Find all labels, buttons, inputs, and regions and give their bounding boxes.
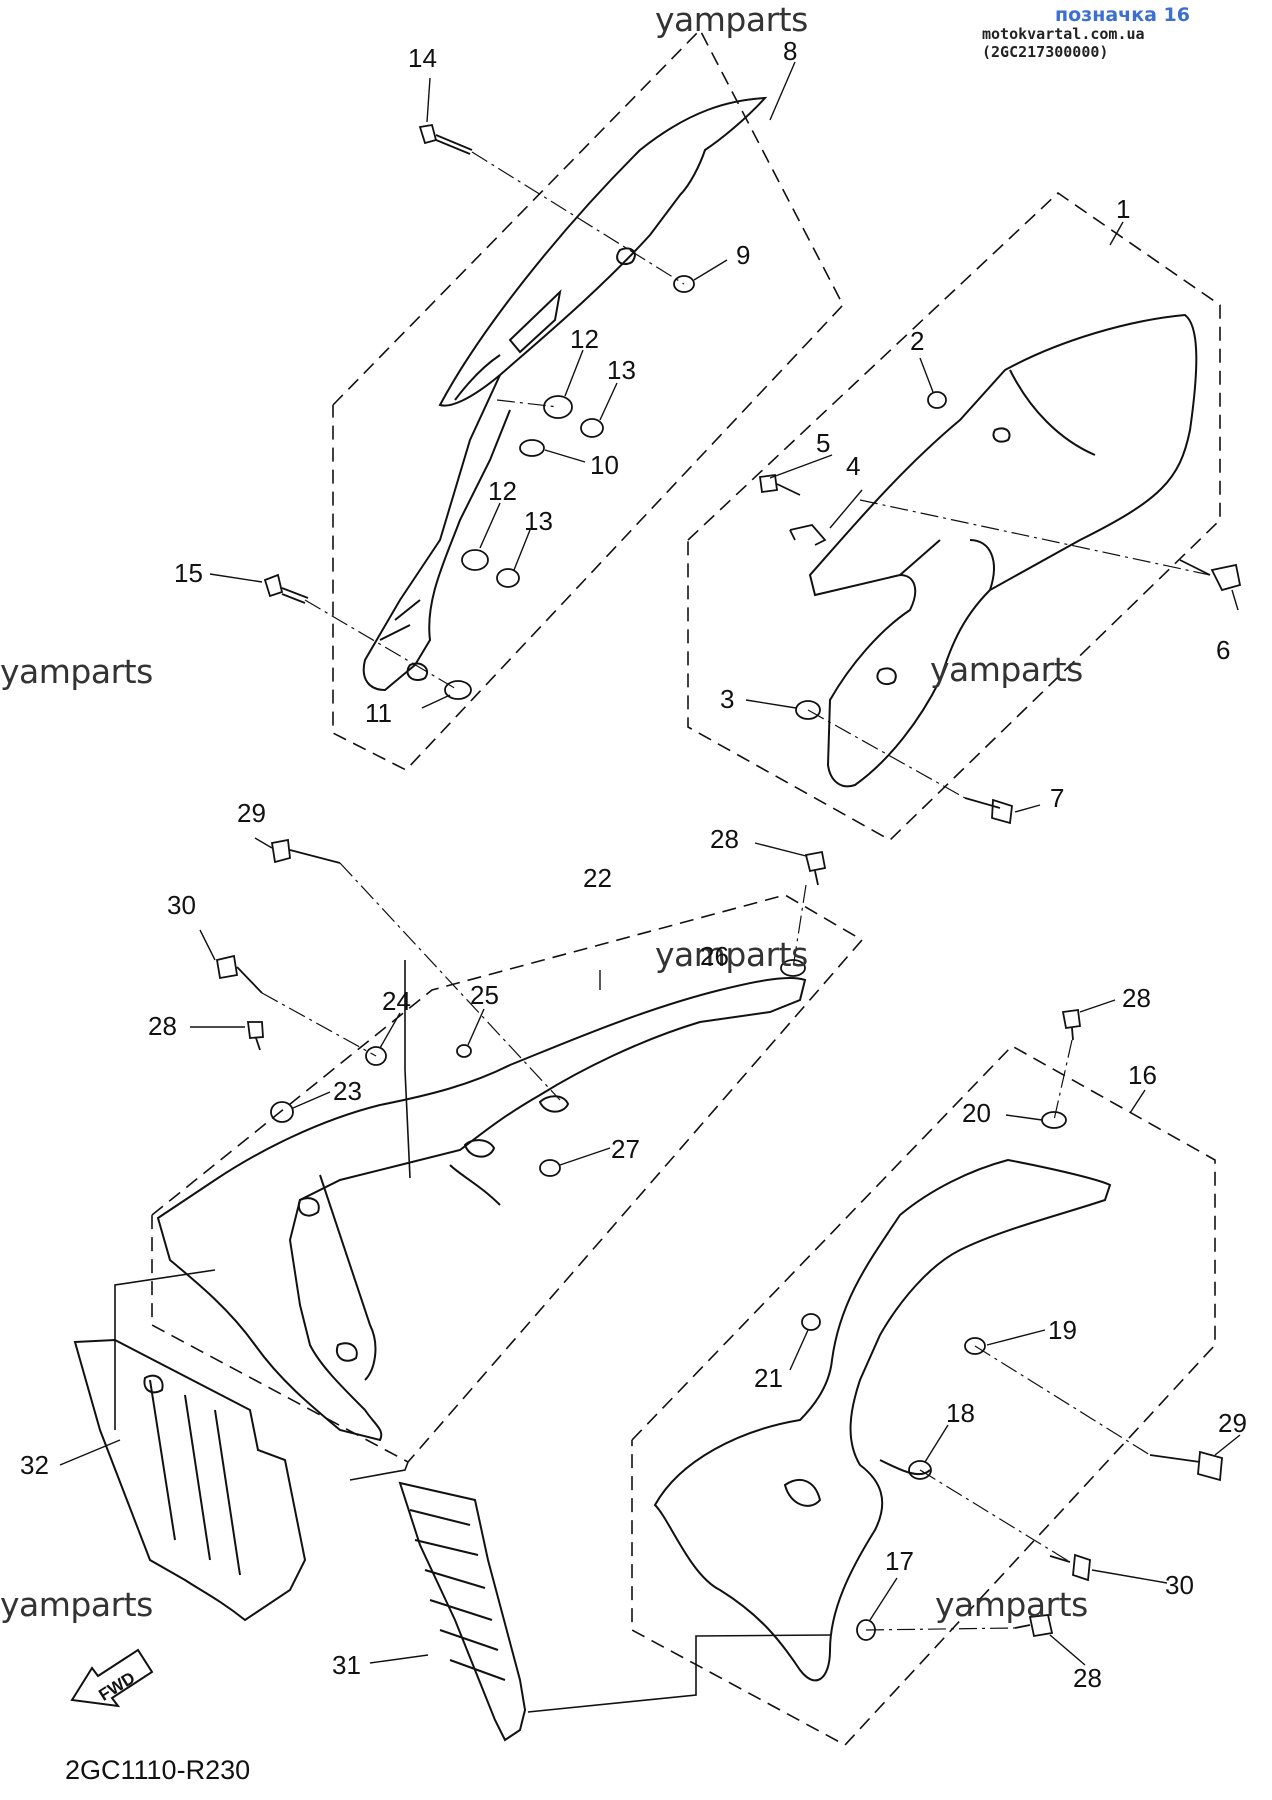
fwd-arrow-icon — [70, 1648, 154, 1708]
callout-label: 21 — [754, 1363, 783, 1393]
callout-label: 32 — [20, 1450, 49, 1480]
callout-label: 26 — [700, 941, 729, 971]
group-box-16 — [631, 1044, 1216, 1746]
callout-label: 3 — [720, 684, 735, 714]
callout-label: 12 — [488, 476, 517, 506]
diagram-code: 2GC1110-R230 — [65, 1755, 251, 1785]
callout-label: 28 — [1073, 1663, 1102, 1693]
callout-label: 18 — [946, 1398, 975, 1428]
watermark: yamparts — [0, 1585, 153, 1624]
callout-label: 2 — [910, 326, 925, 356]
group-box-8 — [332, 28, 844, 771]
header-source: motokvartal.com.ua (2GC217300000) — [982, 25, 1145, 61]
side-cover-top-part — [362, 96, 768, 692]
callout-label: 1 — [1116, 194, 1131, 224]
callout-label: 10 — [590, 450, 619, 480]
callout-label: 11 — [365, 698, 392, 728]
connector-lines — [114, 960, 831, 1713]
callout-label: 28 — [1122, 983, 1151, 1013]
callout-label: 14 — [408, 43, 437, 73]
callout-label: 24 — [382, 986, 411, 1016]
callout-label: 25 — [470, 980, 499, 1010]
callout-label: 30 — [1165, 1570, 1194, 1600]
callout-label: 29 — [1218, 1408, 1247, 1438]
callout-label: 17 — [885, 1546, 914, 1576]
callout-label: 5 — [816, 428, 831, 458]
callout-label: 16 — [1128, 1060, 1157, 1090]
callout-label: 20 — [962, 1098, 991, 1128]
assembly-lines — [261, 151, 1211, 1631]
callout-label: 9 — [736, 240, 751, 270]
callout-label: 28 — [148, 1011, 177, 1041]
callout-label: 28 — [710, 824, 739, 854]
radiator-guard-left-part — [73, 1338, 307, 1622]
callout-label: 23 — [333, 1076, 362, 1106]
watermark: yamparts — [930, 650, 1083, 689]
callout-label: 30 — [167, 890, 196, 920]
watermark: yamparts — [935, 1585, 1088, 1624]
callout-label: 6 — [1216, 635, 1231, 665]
callout-label: 15 — [174, 558, 203, 588]
callout-label: 22 — [583, 863, 612, 893]
header-title: позначка 16 — [1055, 4, 1190, 26]
radiator-guard-right-part — [398, 1481, 527, 1742]
shroud-frame-part — [156, 977, 807, 1442]
callout-label: 27 — [611, 1134, 640, 1164]
group-box-22 — [151, 894, 864, 1464]
fasteners — [215, 123, 1242, 1641]
callout-label: 13 — [524, 506, 553, 536]
callout-label: 8 — [783, 36, 798, 66]
callout-label: 4 — [846, 451, 861, 481]
side-panel-part — [808, 313, 1198, 788]
callout-leaders — [59, 77, 1241, 1666]
watermark: yamparts — [655, 935, 808, 974]
callout-label: 13 — [607, 355, 636, 385]
callout-label: 7 — [1050, 783, 1065, 813]
watermark: yamparts — [655, 0, 808, 39]
watermark: yamparts — [0, 652, 153, 691]
callout-label: 12 — [570, 324, 599, 354]
callout-label: 19 — [1048, 1315, 1077, 1345]
group-box-1 — [687, 191, 1221, 841]
callout-label: 29 — [237, 798, 266, 828]
callout-label: 31 — [332, 1650, 361, 1680]
